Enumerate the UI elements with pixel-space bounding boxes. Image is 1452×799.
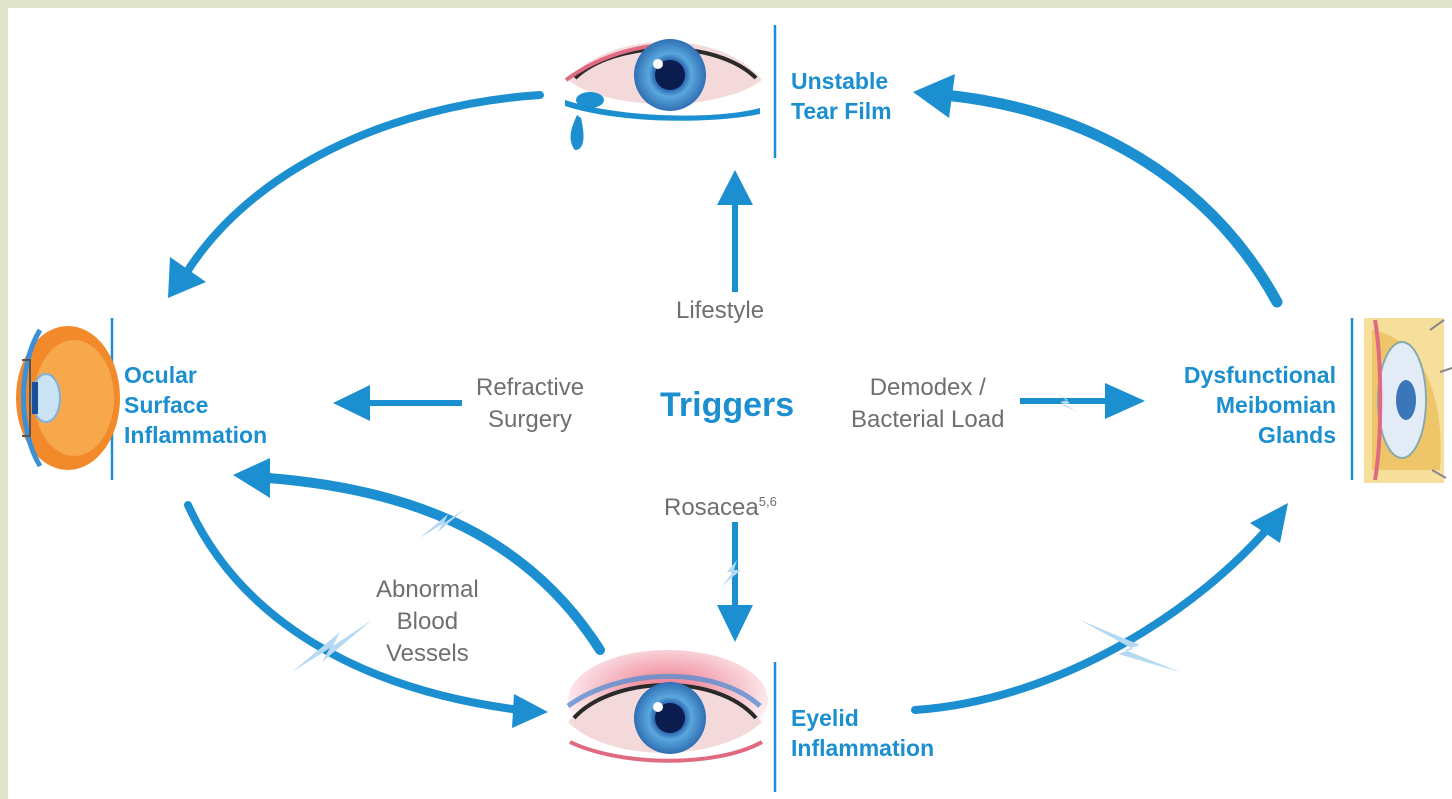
inflamed-eye-icon (566, 650, 768, 763)
vessels-line3: Vessels (386, 640, 469, 667)
arrow-demodex (1020, 383, 1145, 419)
ocular-surface-line3: Inflammation (124, 422, 268, 448)
arrow-tearfilm-to-ocular (168, 91, 544, 298)
meibomian-line1: Dysfunctional (1183, 362, 1336, 388)
ocular-surface-line1: Ocular (124, 362, 197, 388)
demodex-line1: Demodex / (869, 374, 986, 401)
tear-film-line2: Tear Film (791, 98, 892, 124)
trigger-rosacea: Rosacea5,6 (664, 486, 777, 524)
refractive-line1: Refractive (476, 374, 585, 401)
node-meibomian-label: Dysfunctional Meibomian Glands (1156, 360, 1336, 450)
trigger-abnormal-vessels: Abnormal Blood Vessels (376, 574, 479, 670)
rosacea-text: Rosacea (664, 494, 759, 521)
arrow-eyelid-to-meibomian (911, 503, 1288, 714)
lightning-icon (1080, 620, 1180, 672)
eyelid-line2: Inflammation (791, 735, 935, 761)
lightning-marks (292, 392, 1180, 672)
meibomian-line3: Glands (1258, 422, 1336, 448)
lightning-icon (722, 560, 741, 586)
node-ocular-surface-label: Ocular Surface Inflammation (124, 360, 267, 450)
trigger-demodex: Demodex / Bacterial Load (851, 372, 1004, 436)
vessels-line1: Abnormal (376, 576, 479, 603)
arrow-meibomian-to-tearfilm (913, 74, 1283, 308)
lightning-icon (292, 620, 372, 672)
tear-film-line1: Unstable (791, 68, 889, 94)
tearing-eye-icon (564, 39, 762, 150)
trigger-refractive-surgery: Refractive Surgery (476, 372, 584, 436)
arrow-eyelid-to-ocular (233, 458, 605, 655)
triggers-title: Triggers (660, 386, 795, 424)
meibomian-line2: Meibomian (1215, 392, 1336, 418)
trigger-lifestyle: Lifestyle (676, 297, 765, 324)
cycle-diagram (16, 25, 1452, 792)
diagram-canvas: Unstable Tear Film Ocular Surface Inflam… (8, 8, 1452, 799)
node-tear-film-label: Unstable Tear Film (791, 66, 892, 126)
lightning-icon (1055, 392, 1078, 412)
ocular-surface-line2: Surface (124, 392, 209, 418)
divider-lines (110, 25, 1354, 792)
arrow-refractive (333, 385, 462, 421)
node-eyelid-label: Eyelid Inflammation (791, 703, 934, 763)
arrow-lifestyle (717, 170, 753, 292)
eyelid-cross-section-icon (1364, 318, 1452, 483)
vessels-line2: Blood (396, 608, 459, 635)
eyelid-line1: Eyelid (791, 705, 859, 731)
rosacea-citation: 5,6 (758, 494, 777, 509)
arrow-ocular-to-eyelid (184, 501, 548, 728)
demodex-line2: Bacterial Load (851, 406, 1005, 433)
arrow-rosacea (717, 522, 753, 642)
eye-cross-section-icon (16, 326, 120, 470)
refractive-line2: Surgery (488, 406, 573, 433)
lightning-icon (420, 508, 466, 538)
